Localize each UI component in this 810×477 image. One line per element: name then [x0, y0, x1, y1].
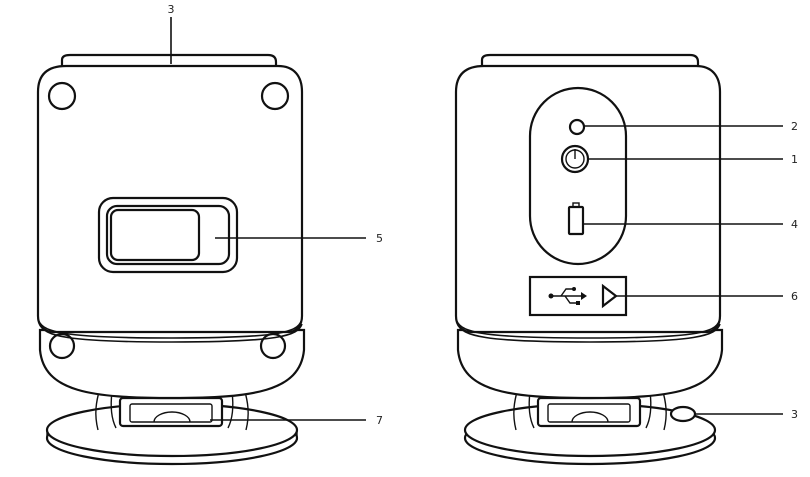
callout-left-base: 7	[376, 414, 383, 427]
callout-left-slider: 5	[376, 232, 383, 245]
callout-right-led: 2	[791, 120, 798, 133]
lower-dome-left	[38, 328, 306, 400]
callout-right-base: 3	[791, 408, 798, 421]
lower-dome-right	[456, 328, 724, 400]
dome-screw-left-1	[48, 332, 76, 360]
usb-icon	[548, 287, 587, 305]
device-back-view	[36, 53, 306, 466]
power-button-icon	[560, 144, 590, 174]
usb-port	[528, 275, 628, 317]
base-plate-right	[463, 402, 717, 466]
corner-screw-left	[47, 81, 77, 111]
callout-labels: 3 5 7 2 1 4 6 3	[168, 3, 799, 427]
device-front-view	[454, 53, 724, 466]
control-panel	[528, 86, 628, 266]
slider-switch	[97, 196, 239, 274]
callout-right-usb: 6	[791, 290, 798, 303]
corner-screw-right	[260, 81, 290, 111]
status-led-icon	[568, 118, 586, 136]
battery-icon	[567, 202, 585, 236]
callout-right-battery: 4	[791, 218, 798, 231]
base-screw-hole	[669, 405, 697, 423]
play-triangle-icon	[601, 283, 618, 309]
callout-lines	[170, 17, 783, 421]
callout-right-power: 1	[791, 153, 798, 166]
base-plate-left	[45, 402, 299, 466]
callout-left-top: 3	[168, 3, 175, 16]
